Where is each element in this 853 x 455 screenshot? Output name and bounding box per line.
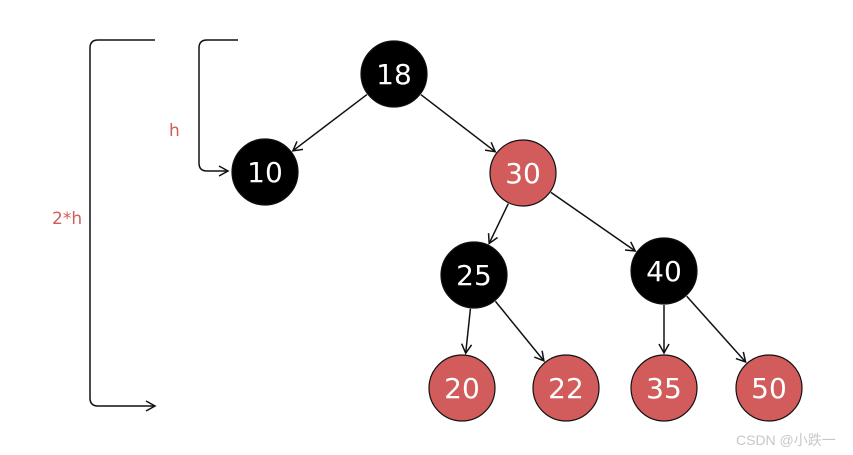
height-label: h [169,121,180,141]
tree-node-10: 10 [231,138,299,206]
double-height-label: 2*h [52,209,82,229]
edge-n18-n30 [420,94,497,153]
node-circle-black [360,40,428,108]
edge-n18-n10 [291,93,368,152]
node-value: 40 [646,255,682,288]
node-circle-red [532,354,600,422]
edge-n25-n20 [460,308,473,355]
edge-n30-n25 [487,203,509,245]
node-value: 35 [646,372,682,405]
node-circle-black [630,237,698,305]
tree-node-50: 50 [735,354,803,422]
tree-node-35: 35 [630,354,698,422]
height-bracket [198,39,238,177]
tree-node-25: 25 [440,241,508,309]
tree-node-18: 18 [360,40,428,108]
edge-n30-n40 [550,191,637,252]
node-circle-red [735,354,803,422]
node-circle-red [428,354,496,422]
node-value: 30 [505,157,541,190]
node-circle-red [489,139,557,207]
tree-nodes: 18 10 30 25 40 20 22 35 50 [231,40,803,422]
tree-edges [291,93,747,364]
node-value: 22 [548,372,584,405]
tree-node-22: 22 [532,354,600,422]
node-value: 20 [444,372,480,405]
node-value: 25 [456,259,492,292]
watermark: CSDN @小跌一 [736,432,836,448]
node-circle-black [231,138,299,206]
edge-n25-n22 [494,300,545,363]
node-circle-red [630,354,698,422]
node-circle-black [440,241,508,309]
edge-n40-n50 [686,295,747,364]
node-value: 18 [376,58,412,91]
tree-node-30: 30 [489,139,557,207]
node-value: 50 [751,372,787,405]
node-value: 10 [247,156,283,189]
tree-node-20: 20 [428,354,496,422]
tree-node-40: 40 [630,237,698,305]
double-height-bracket [89,39,157,412]
